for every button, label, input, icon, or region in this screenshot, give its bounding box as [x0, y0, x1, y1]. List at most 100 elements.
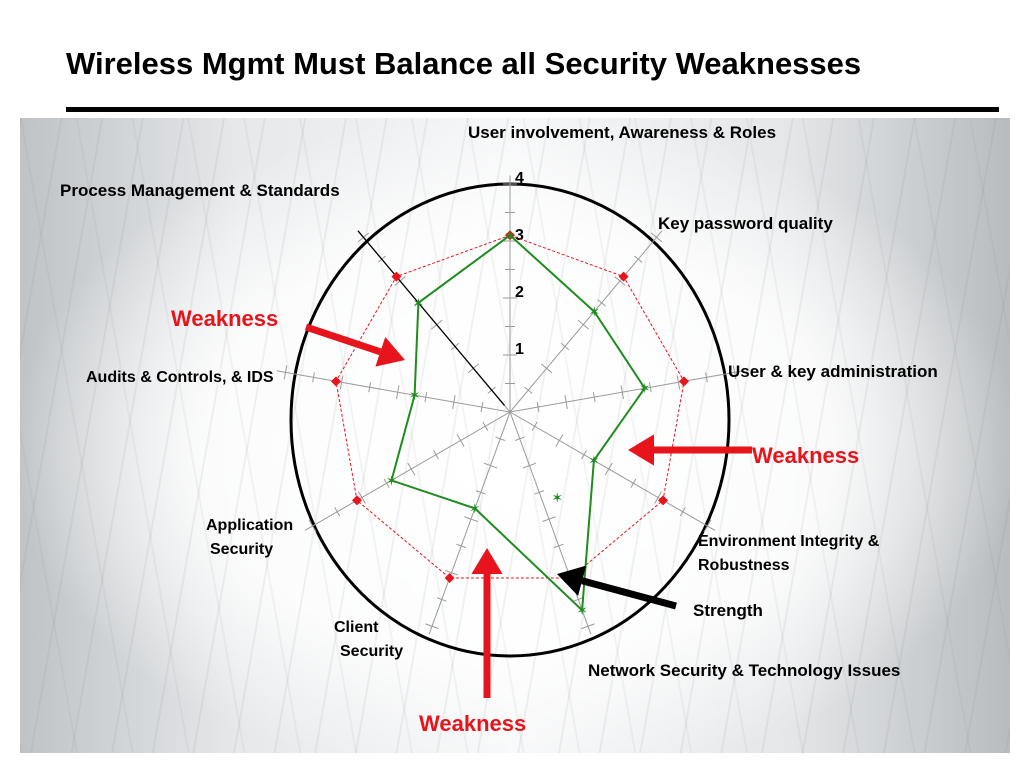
radar-tick [634, 255, 643, 263]
radar-tick [424, 392, 428, 403]
axis-label-network-security: Network Security & Technology Issues [588, 661, 901, 680]
series-marker-star: ✶ [413, 296, 425, 312]
axis-label-key-password: Key password quality [658, 214, 833, 233]
radar-tick [339, 375, 344, 390]
radar-spoke [428, 411, 511, 635]
radar-tick [650, 232, 663, 243]
radar-tick [283, 365, 288, 380]
radar-tick [679, 507, 686, 517]
axis-label-client-security: Client Security [334, 616, 403, 664]
axis-label-environment-line2: Robustness [698, 557, 790, 574]
radar-tick [456, 434, 465, 447]
radar-tick [531, 421, 538, 431]
axis-label-environment-line1: Environment Integrity & [698, 533, 880, 550]
radar-tick [444, 569, 459, 576]
radar-tick [495, 436, 506, 441]
radar-tick [705, 372, 708, 383]
radar-tick [383, 478, 390, 488]
radar-tick [560, 342, 570, 351]
series-polygon-1 [335, 234, 685, 579]
series-marker-star: ✶ [639, 381, 651, 397]
series-marker-diamond [618, 271, 629, 282]
radar-tick [534, 490, 545, 495]
radar-tick [597, 299, 606, 307]
radar-tick [654, 491, 663, 504]
radar-tick [581, 450, 587, 460]
radar-tick [540, 363, 553, 374]
page-title: Wireless Mgmt Must Balance all Security … [66, 46, 862, 81]
radar-tick [536, 402, 540, 413]
strength-arrow-shaft [581, 577, 677, 610]
series-marker-diamond [351, 495, 362, 506]
radar-spoke [509, 411, 592, 635]
scale-tick-label: 2 [515, 284, 524, 301]
axis-label-client-line2: Security [340, 643, 404, 660]
axis-label-environment-integrity: Environment Integrity & Robustness [698, 530, 879, 578]
axis-label-application-line1: Application [206, 517, 294, 534]
radar-tick [648, 382, 652, 393]
radar-tick [542, 516, 556, 522]
weakness-label-bottom: Weakness [419, 711, 527, 736]
radar-tick [614, 276, 626, 286]
radar-tick [577, 319, 589, 330]
radar-tick [604, 462, 613, 476]
radar-tick [522, 462, 537, 469]
axis-label-audits-controls: Audits & Controls, & IDS [86, 369, 274, 386]
radar-tick [483, 462, 498, 469]
series-marker-diamond [658, 495, 669, 506]
series-marker-star: ✶ [576, 603, 588, 619]
weakness-label-right: Weakness [752, 443, 860, 468]
radar-tick [312, 372, 315, 383]
radar-tick [456, 543, 467, 549]
series-marker-star: ✶ [409, 388, 421, 404]
radar-tick [308, 519, 317, 533]
background-image [20, 118, 1010, 753]
radar-tick [564, 395, 568, 410]
series-marker-star: ✶ [469, 501, 481, 517]
series-marker-star: ✶ [386, 473, 398, 489]
radar-tick [425, 623, 439, 630]
radar-tick [703, 519, 712, 533]
radar-tick [555, 434, 564, 447]
radar-tick [514, 436, 525, 441]
radar-tick [357, 491, 366, 504]
series-polygon-2 [390, 234, 646, 613]
radar-tick [573, 597, 584, 602]
scale-tick-label: 4 [515, 170, 524, 187]
scale-tick-label: 3 [515, 227, 524, 244]
radar-spoke [509, 230, 663, 413]
weakness-arrow-left-shaft [304, 323, 382, 356]
radar-tick [592, 392, 596, 403]
radar-tick [482, 421, 489, 431]
radar-tick [464, 516, 478, 522]
axis-label-client-line1: Client [334, 619, 379, 636]
weakness-arrow-bottom-head [471, 548, 503, 574]
radar-tick [334, 507, 341, 517]
radar-tick [436, 597, 447, 602]
axis-label-process-management: Process Management & Standards [60, 181, 340, 200]
series-marker-diamond [444, 573, 455, 584]
radar-tick [475, 490, 486, 495]
series-marker-star: ✶ [504, 228, 516, 244]
scale-tick-label: 1 [515, 341, 524, 358]
weakness-label-left: Weakness [171, 306, 279, 331]
radar-tick [368, 382, 372, 393]
radar-spoke [509, 370, 744, 413]
process-axis-pointer-line [357, 230, 506, 406]
radar-tick [480, 402, 484, 413]
axis-label-application-security: Application Security [206, 514, 293, 562]
radar-tick [452, 395, 456, 410]
strength-arrow-head [557, 565, 587, 596]
series-marker-diamond [679, 376, 690, 387]
series-marker-diamond [391, 271, 402, 282]
radar-tick [676, 375, 681, 390]
series-marker-diamond [330, 376, 341, 387]
weakness-arrow-left-head [375, 336, 405, 367]
stray-star-marker: ✶ [551, 491, 563, 507]
radar-tick [396, 385, 400, 400]
axis-label-application-line2: Security [210, 541, 274, 558]
series-marker-star: ✶ [588, 305, 600, 321]
radar-tick [407, 462, 416, 476]
axis-label-user-key-admin: User & key administration [728, 362, 938, 381]
